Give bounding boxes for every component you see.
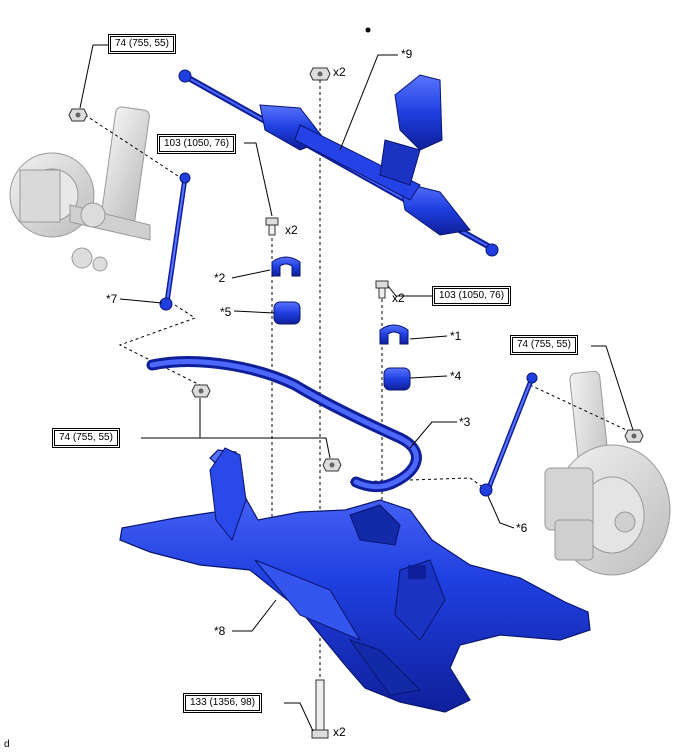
torque-spec-bolt-left: 103 (1050, 76) (157, 134, 237, 154)
callout-3: *3 (459, 415, 471, 429)
nut-right-link (624, 429, 644, 443)
torque-spec-stabilizer: 74 (755, 55) (52, 428, 120, 448)
multiplier-right-bolt: x2 (392, 291, 405, 305)
corner-mark: d (4, 739, 10, 750)
bolt-bottom (311, 679, 329, 739)
dot-marker (365, 27, 371, 33)
callout-2: *2 (214, 271, 226, 285)
callout-6: *6 (516, 521, 528, 535)
bushing-bracket-right (379, 324, 409, 345)
torque-spec-upper-left: 74 (755, 55) (108, 34, 176, 54)
multiplier-bottom-bolt: x2 (333, 725, 346, 739)
callout-7: *7 (106, 292, 118, 306)
left-knuckle-assembly (9, 106, 151, 272)
nut-stabilizer-left (191, 384, 211, 398)
multiplier-top-nut: x2 (333, 65, 346, 79)
bushing-left (273, 301, 301, 325)
bolt-right (375, 280, 389, 299)
stabilizer-link-right (479, 372, 538, 497)
torque-spec-bottom-bolt: 133 (1356, 98) (183, 693, 263, 713)
bolt-left (265, 217, 279, 236)
callout-1: *1 (450, 329, 462, 343)
torque-spec-right-link: 74 (755, 55) (510, 335, 578, 355)
right-knuckle-assembly (544, 370, 671, 576)
callout-8: *8 (214, 624, 226, 638)
callout-4: *4 (450, 369, 462, 383)
bushing-right (383, 367, 411, 391)
steering-gear-assembly (178, 69, 499, 257)
nut-upper-left (68, 108, 88, 122)
multiplier-left-bolt: x2 (285, 223, 298, 237)
leader-lines (79, 44, 634, 732)
stabilizer-bar (146, 356, 422, 493)
callout-5: *5 (220, 305, 232, 319)
nut-stabilizer-right (322, 458, 342, 472)
stabilizer-link-left (159, 172, 191, 311)
callout-9: *9 (401, 47, 413, 61)
nut-top (309, 67, 331, 81)
bushing-bracket-left (271, 256, 301, 277)
front-suspension-crossmember (119, 447, 591, 713)
torque-spec-bolt-right: 103 (1050, 76) (432, 286, 512, 306)
